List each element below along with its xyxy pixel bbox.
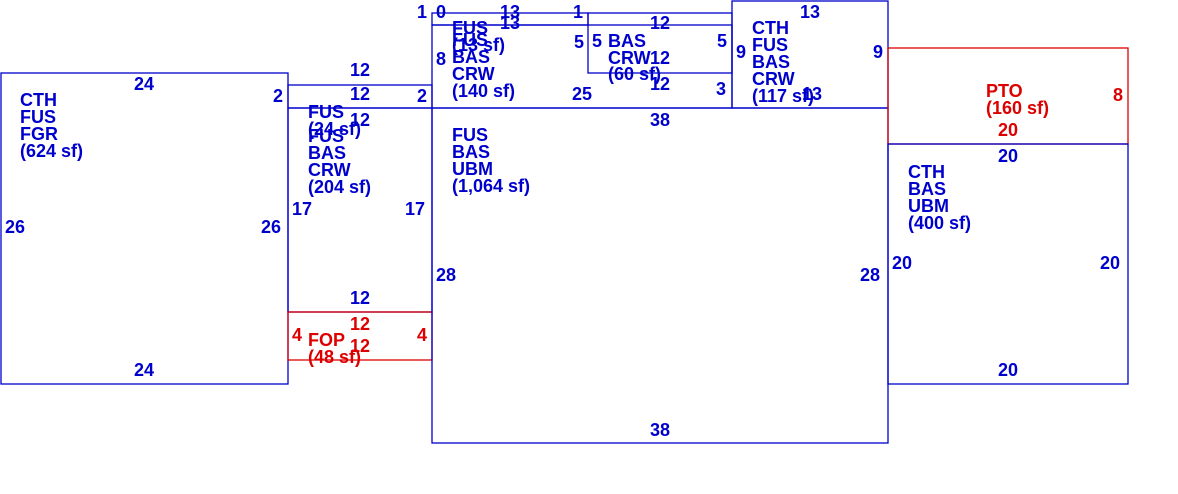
dimension-label: 4	[417, 325, 427, 345]
area-size: (400 sf)	[908, 213, 971, 233]
area-code: UBM	[908, 196, 949, 216]
area-code: FUS	[308, 102, 344, 122]
dimension-label: 2	[273, 86, 283, 106]
dimension-label: 5	[592, 31, 602, 51]
area-code: CTH	[752, 18, 789, 38]
dimension-label: 20	[892, 253, 912, 273]
area-size: (160 sf)	[986, 98, 1049, 118]
dimension-label: 2	[417, 86, 427, 106]
dimension-label: 12	[650, 74, 670, 94]
dimension-label: 17	[292, 199, 312, 219]
area-size: (60 sf)	[608, 64, 661, 84]
dimension-label: 5	[574, 32, 584, 52]
area-code: CTH	[20, 90, 57, 110]
area-code: FUS	[20, 107, 56, 127]
dimension-label: 38	[650, 420, 670, 440]
dimension-label: 38	[650, 110, 670, 130]
area-size: (24 sf)	[308, 119, 361, 139]
dimension-label: 24	[134, 74, 154, 94]
dimension-label: 5	[717, 31, 727, 51]
dimension-label: 13	[800, 2, 820, 22]
area-code: BAS	[452, 47, 490, 67]
area-code: CRW	[308, 160, 351, 180]
dimension-label: 1	[573, 2, 583, 22]
area-code: BAS	[452, 142, 490, 162]
dimension-label: 26	[5, 217, 25, 237]
area-size: (624 sf)	[20, 141, 83, 161]
dimension-label: 20	[998, 360, 1018, 380]
dimension-label: 12	[350, 110, 370, 130]
dimension-label: 25	[572, 84, 592, 104]
center-area-outline	[431, 107, 889, 444]
dimension-label: 12	[350, 314, 370, 334]
area-code: CRW	[752, 69, 795, 89]
dimension-label: 8	[1113, 85, 1123, 105]
dimension-label: 28	[436, 265, 456, 285]
dimension-label: 8	[436, 49, 446, 69]
dimension-label: 12	[350, 288, 370, 308]
dimension-label: 9	[736, 42, 746, 62]
dimension-label: 12	[350, 336, 370, 356]
dimension-label: 9	[873, 42, 883, 62]
east-area-outline	[887, 143, 1129, 385]
area-code: BAS	[308, 143, 346, 163]
area-size: (13 sf)	[452, 35, 505, 55]
area-code: FUS	[452, 125, 488, 145]
area-size: (204 sf)	[308, 177, 371, 197]
area-code: BAS	[908, 179, 946, 199]
area-code: FUS	[452, 18, 488, 38]
dimension-label: 20	[998, 146, 1018, 166]
dimension-label: 17	[405, 199, 425, 219]
area-code: PTO	[986, 81, 1023, 101]
dimension-label: 20	[1100, 253, 1120, 273]
dimension-label: 13	[500, 13, 520, 33]
area-code: FUS	[452, 30, 488, 50]
area-code: UBM	[452, 159, 493, 179]
dimension-label: 12	[350, 60, 370, 80]
dimension-label: 28	[860, 265, 880, 285]
area-size: (140 sf)	[452, 81, 515, 101]
area-code: CRW	[608, 48, 651, 68]
area-size: (117 sf)	[752, 86, 814, 106]
dimension-label: 12	[350, 84, 370, 104]
dimension-label: 24	[134, 360, 154, 380]
area-code: BAS	[752, 52, 790, 72]
area-size: (48 sf)	[308, 347, 361, 367]
area-code: FUS	[752, 35, 788, 55]
dimension-label: 0	[436, 2, 446, 22]
dimension-label: 12	[650, 48, 670, 68]
dimension-label: 13	[500, 2, 520, 22]
area-code: FGR	[20, 124, 58, 144]
dimension-label: 26	[261, 217, 281, 237]
dimension-label: 1	[417, 2, 427, 22]
dimension-label: 3	[716, 79, 726, 99]
area-code: CTH	[908, 162, 945, 182]
area-code: BAS	[608, 31, 646, 51]
dimension-label: 12	[650, 13, 670, 33]
dimension-label: 4	[292, 325, 302, 345]
area-code: FUS	[308, 126, 344, 146]
area-code: FOP	[308, 330, 345, 350]
dimension-label: 13	[802, 84, 822, 104]
dimension-label: 20	[998, 120, 1018, 140]
area-size: (1,064 sf)	[452, 176, 530, 196]
area-code: CRW	[452, 64, 495, 84]
